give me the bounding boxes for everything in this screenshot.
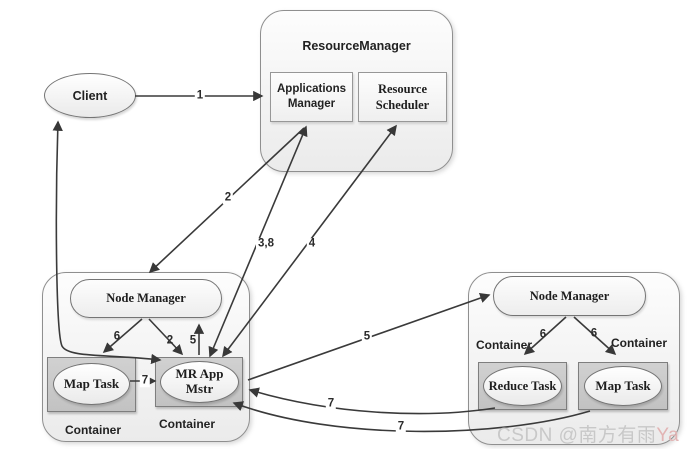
edge-label-step6-left: 6 bbox=[113, 330, 121, 343]
edge-label-step5-long: 5 bbox=[361, 330, 373, 343]
edge-label-step6-right-a: 6 bbox=[539, 328, 547, 341]
edge-label-step2-short: 2 bbox=[166, 334, 174, 347]
node-manager-right: Node Manager bbox=[493, 276, 646, 316]
container-label-left-2: Container bbox=[158, 417, 215, 431]
node-manager-left: Node Manager bbox=[70, 279, 222, 318]
edge-step7-reduce-task-curve-to-appmstr bbox=[248, 387, 496, 415]
client-ellipse: Client bbox=[44, 73, 136, 118]
watermark-text: CSDN @南方有雨 bbox=[497, 425, 657, 446]
edge-label-step3-8: 3,8 bbox=[256, 237, 276, 250]
container-label-right-2: Container bbox=[610, 336, 667, 350]
map-task-left-ellipse: Map Task bbox=[53, 363, 130, 405]
edge-label-step7-curve-b: 7 bbox=[395, 420, 407, 433]
map-task-right-ellipse: Map Task bbox=[584, 366, 662, 406]
mr-app-mstr-ellipse: MR App Mstr bbox=[160, 361, 239, 403]
applications-manager-box: Applications Manager bbox=[270, 72, 353, 122]
resource-manager-title: ResourceManager bbox=[302, 39, 411, 53]
edge-label-step4: 4 bbox=[306, 237, 318, 250]
csdn-watermark: CSDN @南方有雨Ya bbox=[497, 420, 679, 447]
edge-label-step5-short: 5 bbox=[189, 334, 197, 347]
resource-scheduler-box: Resource Scheduler bbox=[358, 72, 447, 122]
reduce-task-ellipse: Reduce Task bbox=[483, 366, 562, 406]
container-label-left-1: Container bbox=[64, 423, 121, 437]
edge-label-step7-short: 7 bbox=[139, 374, 151, 387]
edge-label-step2-long: 2 bbox=[222, 191, 234, 204]
edge-label-step6-right-b: 6 bbox=[590, 327, 598, 340]
container-label-right-1: Container bbox=[475, 338, 532, 352]
edge-label-step1: 1 bbox=[194, 89, 206, 102]
watermark-suffix: Ya bbox=[656, 425, 680, 446]
edge-label-step7-curve-a: 7 bbox=[325, 397, 337, 410]
